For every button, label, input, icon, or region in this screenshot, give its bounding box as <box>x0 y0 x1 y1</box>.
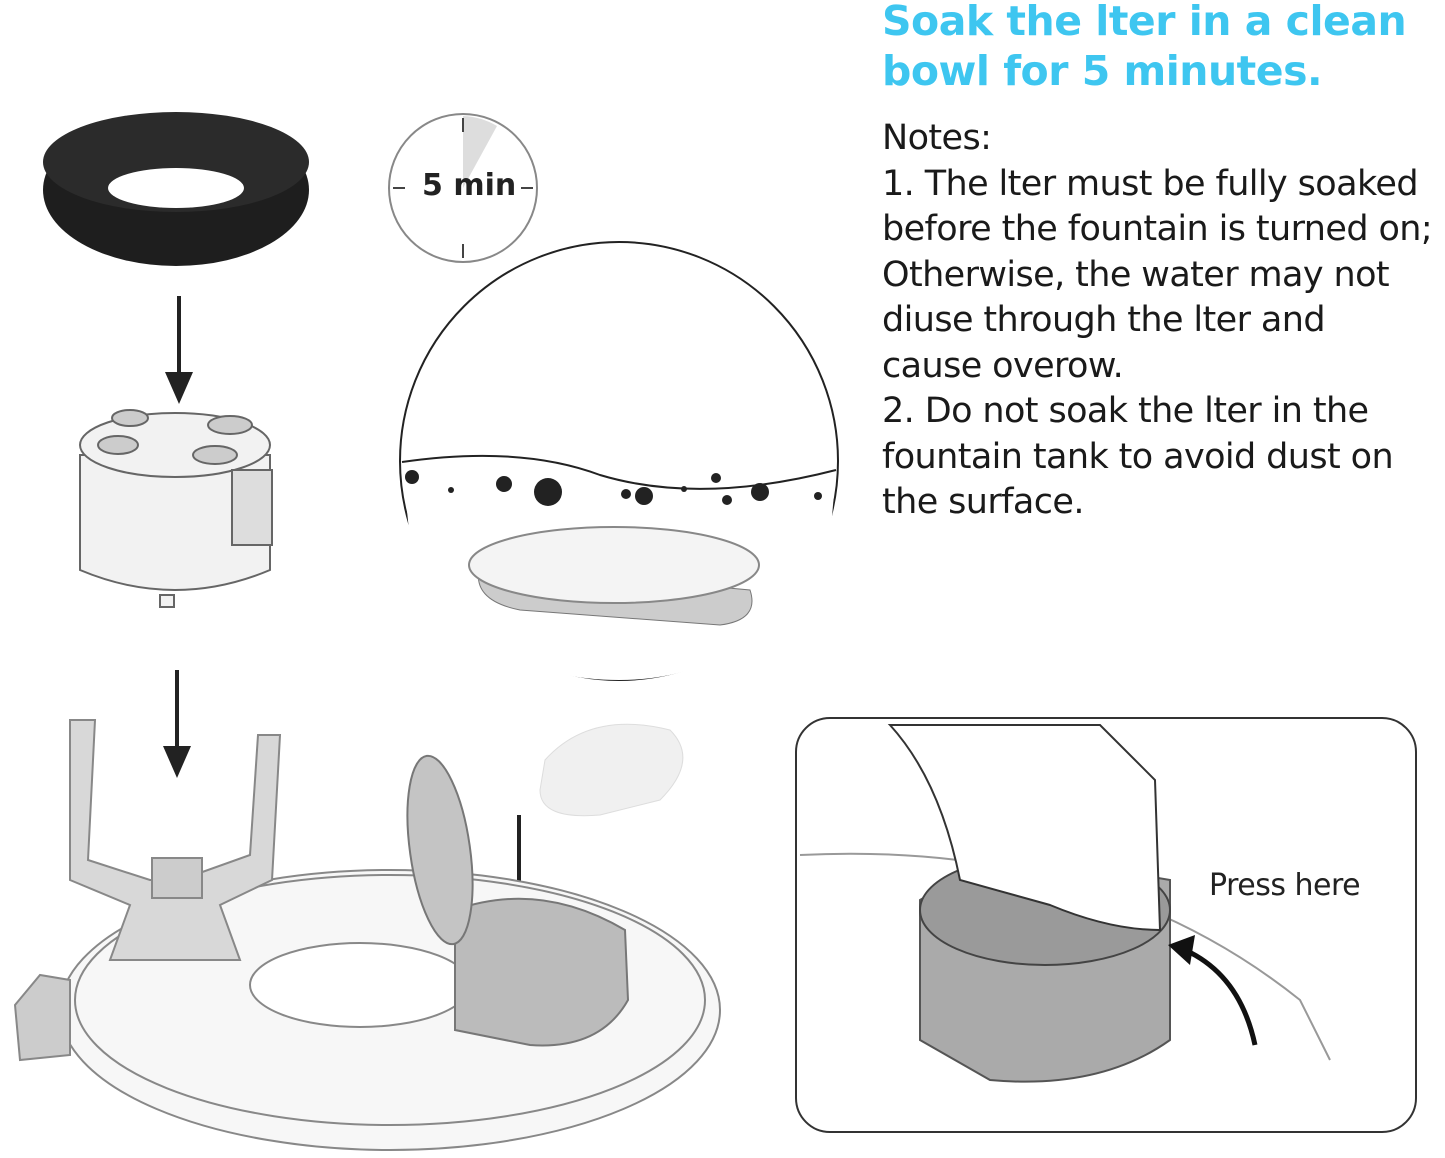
timer-icon <box>388 113 538 263</box>
curved-arrow-icon <box>1168 935 1195 965</box>
carbon-filter-image <box>539 723 684 817</box>
notes-heading: Notes: <box>882 118 992 158</box>
notes-line: diuse through the lter and <box>882 300 1326 340</box>
title-line: Soak the lter in a clean <box>882 0 1407 45</box>
notes-line: cause overow. <box>882 345 1124 386</box>
sponge-filter-image <box>43 112 309 266</box>
notes-text: Notes: 1. The lter must be fully soaked … <box>882 116 1433 526</box>
filter-box-image <box>406 754 630 1047</box>
notes-line: 1. The lter must be fully soaked <box>882 163 1419 204</box>
title-line: bowl for 5 minutes. <box>882 47 1323 95</box>
notes-line: before the fountain is turned on; <box>882 209 1433 249</box>
notes-line: fountain tank to avoid dust on <box>882 436 1394 477</box>
soaking-bowl-image <box>399 241 839 681</box>
notes-line: 2. Do not soak the lter in the <box>882 391 1369 431</box>
arrow-down-icon <box>163 670 191 778</box>
pump-image <box>79 409 273 608</box>
notes-line: the surface. <box>882 482 1084 522</box>
press-here-inset <box>795 717 1417 1133</box>
arrow-down-icon <box>165 296 193 404</box>
timer-label: 5 min <box>422 168 517 203</box>
press-here-label: Press here <box>1209 868 1361 903</box>
notes-line: Otherwise, the water may not <box>882 254 1390 295</box>
page-title: Soak the lter in a clean bowl for 5 minu… <box>882 0 1407 96</box>
